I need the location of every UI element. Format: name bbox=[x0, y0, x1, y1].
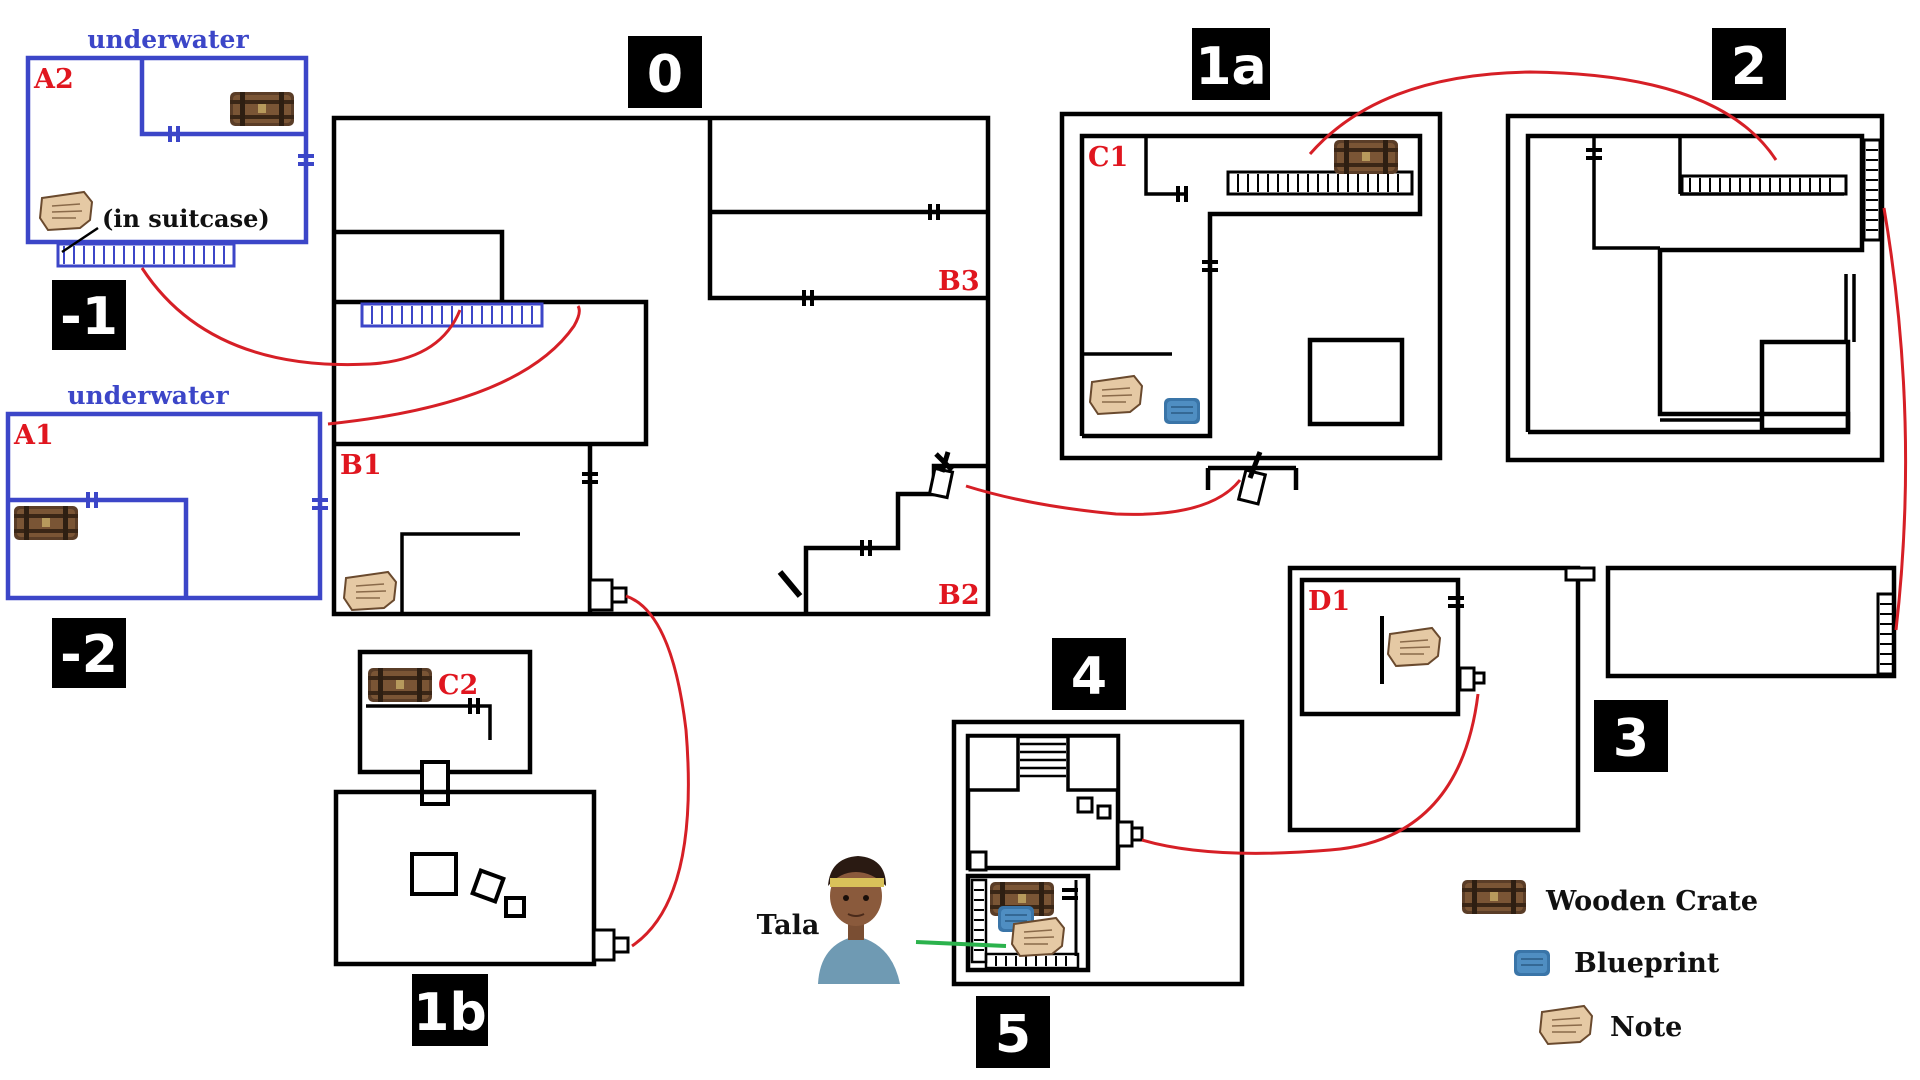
svg-text:3: 3 bbox=[1613, 709, 1649, 769]
floor-minus-1-plan: underwater A2 (in suitcase) bbox=[25, 25, 314, 268]
room-label-c2: C2 bbox=[438, 670, 478, 701]
blueprint-icon-c1 bbox=[1163, 397, 1201, 425]
tala-npc: Tala bbox=[757, 856, 1007, 984]
svg-text:-2: -2 bbox=[60, 625, 118, 685]
wooden-crate-icon-a2 bbox=[230, 92, 294, 126]
floor-4-5-plan bbox=[951, 719, 1245, 987]
route-floor-2-to-3 bbox=[1882, 207, 1908, 631]
tala-portrait-icon bbox=[818, 856, 900, 984]
route-floor-4-to-3 bbox=[1141, 693, 1480, 855]
floor-3-plan: D1 bbox=[1287, 565, 1897, 833]
floor-1b-plan: C2 bbox=[333, 649, 630, 967]
route-floor-minus-1-to-0 bbox=[140, 267, 462, 367]
floor-minus-2-plan: underwater A1 bbox=[5, 381, 328, 601]
legend-blueprint-label: Blueprint bbox=[1574, 948, 1720, 979]
room-label-c1: C1 bbox=[1088, 142, 1128, 173]
note-icon-a2 bbox=[39, 191, 93, 231]
legend-blueprint-icon bbox=[1513, 949, 1551, 977]
floor-tag-1a: 1a bbox=[1192, 28, 1270, 100]
floor-tag-2: 2 bbox=[1712, 28, 1786, 100]
room-label-d1: D1 bbox=[1308, 586, 1350, 617]
stairs-minus-1 bbox=[56, 242, 236, 268]
floor-tag-minus-1: -1 bbox=[52, 280, 126, 350]
svg-text:1a: 1a bbox=[1195, 37, 1266, 97]
floor-tag-minus-2: -2 bbox=[52, 618, 126, 688]
stairs-floor-1a bbox=[1226, 170, 1414, 196]
floor-tag-4: 4 bbox=[1052, 638, 1126, 710]
floor-1a-plan: C1 bbox=[1059, 111, 1443, 506]
note-icon-c1 bbox=[1089, 375, 1143, 415]
svg-text:1b: 1b bbox=[413, 983, 486, 1043]
room-label-a1: A1 bbox=[13, 420, 54, 451]
svg-text:-1: -1 bbox=[60, 287, 118, 347]
floor-0-plan: B1 B3 B2 bbox=[331, 115, 991, 617]
svg-text:5: 5 bbox=[995, 1005, 1031, 1065]
route-floor-0-to-1a bbox=[965, 479, 1242, 516]
legend: Wooden Crate Blueprint Note bbox=[1462, 880, 1758, 1045]
route-floor-1a-to-2 bbox=[1308, 70, 1778, 161]
wooden-crate-icon-a1 bbox=[14, 506, 78, 540]
room-label-b1: B1 bbox=[340, 450, 382, 481]
svg-text:0: 0 bbox=[647, 45, 683, 105]
floor-tag-0: 0 bbox=[628, 36, 702, 108]
route-lines bbox=[140, 70, 1908, 948]
underwater-label-a2: underwater bbox=[87, 25, 249, 54]
room-label-a2: A2 bbox=[33, 64, 74, 95]
floor-tag-3: 3 bbox=[1594, 700, 1668, 772]
wooden-crate-icon-c1 bbox=[1334, 140, 1398, 174]
stairs-floor-2 bbox=[1680, 138, 1882, 242]
route-floor-0-to-1b bbox=[625, 594, 690, 948]
underwater-label-a1: underwater bbox=[67, 381, 229, 410]
note-icon-b1 bbox=[343, 571, 397, 611]
stairs-floor-5 bbox=[970, 878, 1080, 970]
svg-text:4: 4 bbox=[1071, 647, 1107, 707]
tala-name-label: Tala bbox=[757, 910, 820, 941]
room-label-b2: B2 bbox=[938, 580, 980, 611]
route-floor-minus-2-to-0 bbox=[327, 305, 581, 426]
legend-wooden-crate-icon bbox=[1462, 880, 1526, 914]
legend-note-icon bbox=[1539, 1005, 1593, 1045]
legend-wooden-crate-label: Wooden Crate bbox=[1545, 886, 1758, 917]
in-suitcase-label: (in suitcase) bbox=[102, 204, 270, 233]
legend-note-label: Note bbox=[1610, 1012, 1682, 1043]
note-icon-d1 bbox=[1387, 627, 1441, 667]
floor-2-plan bbox=[1505, 113, 1885, 463]
svg-text:2: 2 bbox=[1731, 37, 1767, 97]
room-label-b3: B3 bbox=[938, 266, 980, 297]
floor-tag-5: 5 bbox=[976, 996, 1050, 1068]
tala-location-link bbox=[915, 940, 1007, 948]
wooden-crate-icon-c2 bbox=[368, 668, 432, 702]
note-icon-floor-5 bbox=[1011, 917, 1065, 957]
floor-tag-1b: 1b bbox=[412, 974, 488, 1046]
